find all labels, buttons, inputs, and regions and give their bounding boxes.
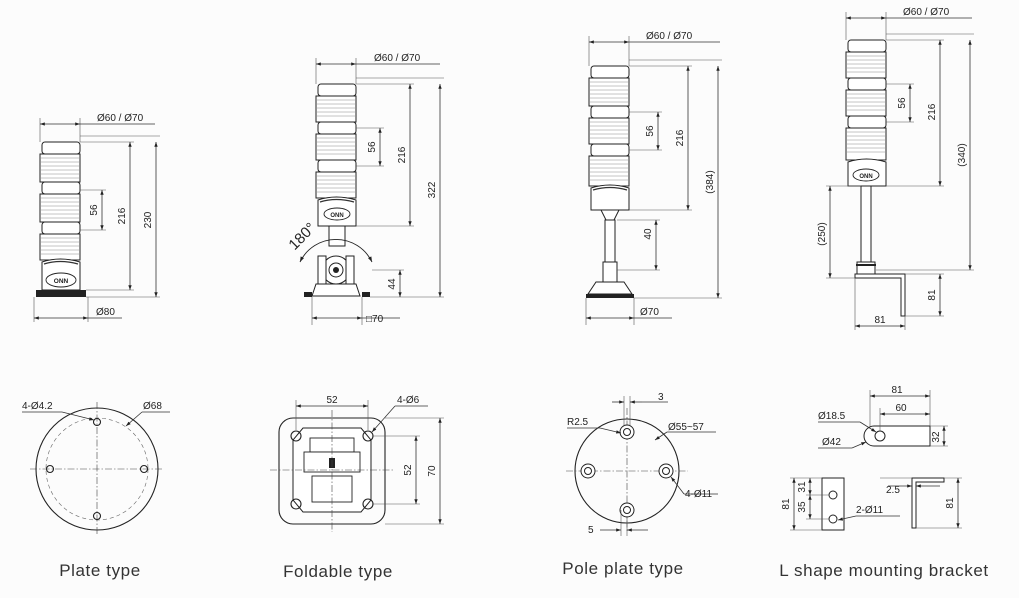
pole-total-height-label: (384)	[705, 170, 716, 193]
lshape-holes-label: 2-Ø11	[856, 505, 883, 516]
caption-l-shape-bracket: L shape mounting bracket	[779, 561, 988, 580]
lshape-tier-height-label: 216	[927, 103, 938, 120]
pole-plate-plan: 3 R2.5 Ø55~57 4-Ø11 5	[566, 392, 718, 536]
foldable-hole-span-v-label: 52	[403, 464, 414, 476]
pole-slot-width-label: 3	[658, 392, 664, 403]
pole-base-diameter-label: Ø70	[640, 307, 659, 318]
lshape-hole-small-label: Ø18.5	[818, 411, 846, 422]
lshape-thickness-label: 2.5	[886, 485, 900, 496]
plate-tier-height-label: 216	[117, 207, 128, 224]
pole-tier-height-label: 216	[675, 129, 686, 146]
lshape-bracket-detail: 81 60 Ø18.5 Ø42 32 81 31 35 2-Ø11	[781, 385, 962, 531]
lshape-tower: Ø60 / Ø70 ONN 56 216 (340)	[817, 7, 974, 330]
lshape-diameter-label: Ø60 / Ø70	[903, 7, 950, 18]
lshape-bracket-width-label: 81	[874, 315, 886, 326]
pole-radius-label: R2.5	[567, 417, 589, 428]
pole-pcd-label: Ø55~57	[668, 422, 704, 433]
foldable-base-size-label: □70	[366, 314, 384, 325]
pole-holes-label: 4-Ø11	[685, 489, 712, 500]
plate-holes-label: 4-Ø4.2	[22, 401, 53, 412]
pole-pitch-label: 56	[645, 125, 656, 137]
lshape-bracket-height-label: 81	[927, 289, 938, 301]
lshape-total-height-label: (340)	[957, 143, 968, 166]
plate-total-height-label: 230	[143, 211, 154, 228]
foldable-base-height-label: 44	[387, 278, 398, 290]
plate-pitch-label: 56	[89, 204, 100, 216]
lshape-pole-height-label: (250)	[817, 222, 828, 245]
lshape-hole-large-label: Ø42	[822, 437, 841, 448]
foldable-type-tower: Ø60 / Ø70 ONN 180° 56	[285, 53, 444, 325]
pole-offset-label: 5	[588, 525, 594, 536]
plate-type-plan: 4-Ø4.2 Ø68	[22, 401, 170, 536]
plate-base-diameter-label: Ø80	[96, 307, 115, 318]
lshape-dim-31-label: 31	[797, 481, 808, 493]
plate-diameter-label: Ø60 / Ø70	[97, 113, 144, 124]
foldable-total-height-label: 322	[427, 181, 438, 198]
foldable-diameter-label: Ø60 / Ø70	[374, 53, 421, 64]
brand-logo-foldable: ONN	[330, 213, 343, 219]
foldable-angle-label: 180°	[285, 220, 319, 254]
lshape-dim-35-label: 35	[797, 501, 808, 513]
brand-logo: ONN	[54, 278, 69, 285]
foldable-holes-label: 4-Ø6	[397, 395, 420, 406]
caption-foldable-type: Foldable type	[283, 562, 393, 581]
foldable-hole-span-label: 52	[326, 395, 338, 406]
foldable-plate-size-label: 70	[427, 465, 438, 477]
caption-pole-plate-type: Pole plate type	[562, 559, 683, 578]
foldable-pitch-label: 56	[367, 141, 378, 153]
pole-pole-height-label: 40	[643, 228, 654, 240]
foldable-tier-height-label: 216	[397, 146, 408, 163]
lshape-plate-width-label: 32	[931, 431, 942, 443]
lshape-side-81-label: 81	[781, 498, 792, 510]
plate-pcd-label: Ø68	[143, 401, 162, 412]
lshape-inner-width-label: 60	[895, 403, 907, 414]
lshape-pitch-label: 56	[897, 97, 908, 109]
foldable-type-plan: 52 4-Ø6 52 70	[270, 395, 444, 532]
pole-plate-tower: Ø60 / Ø70 56 216 (384)	[585, 31, 722, 325]
plate-type-tower: Ø60 / Ø70 ONN 56 216 230	[33, 113, 160, 322]
pole-diameter-label: Ø60 / Ø70	[646, 31, 693, 42]
lshape-top-width-label: 81	[891, 385, 903, 396]
caption-plate-type: Plate type	[59, 561, 141, 580]
brand-logo-lshape: ONN	[859, 174, 872, 180]
lshape-dim-81-right-label: 81	[945, 497, 956, 509]
